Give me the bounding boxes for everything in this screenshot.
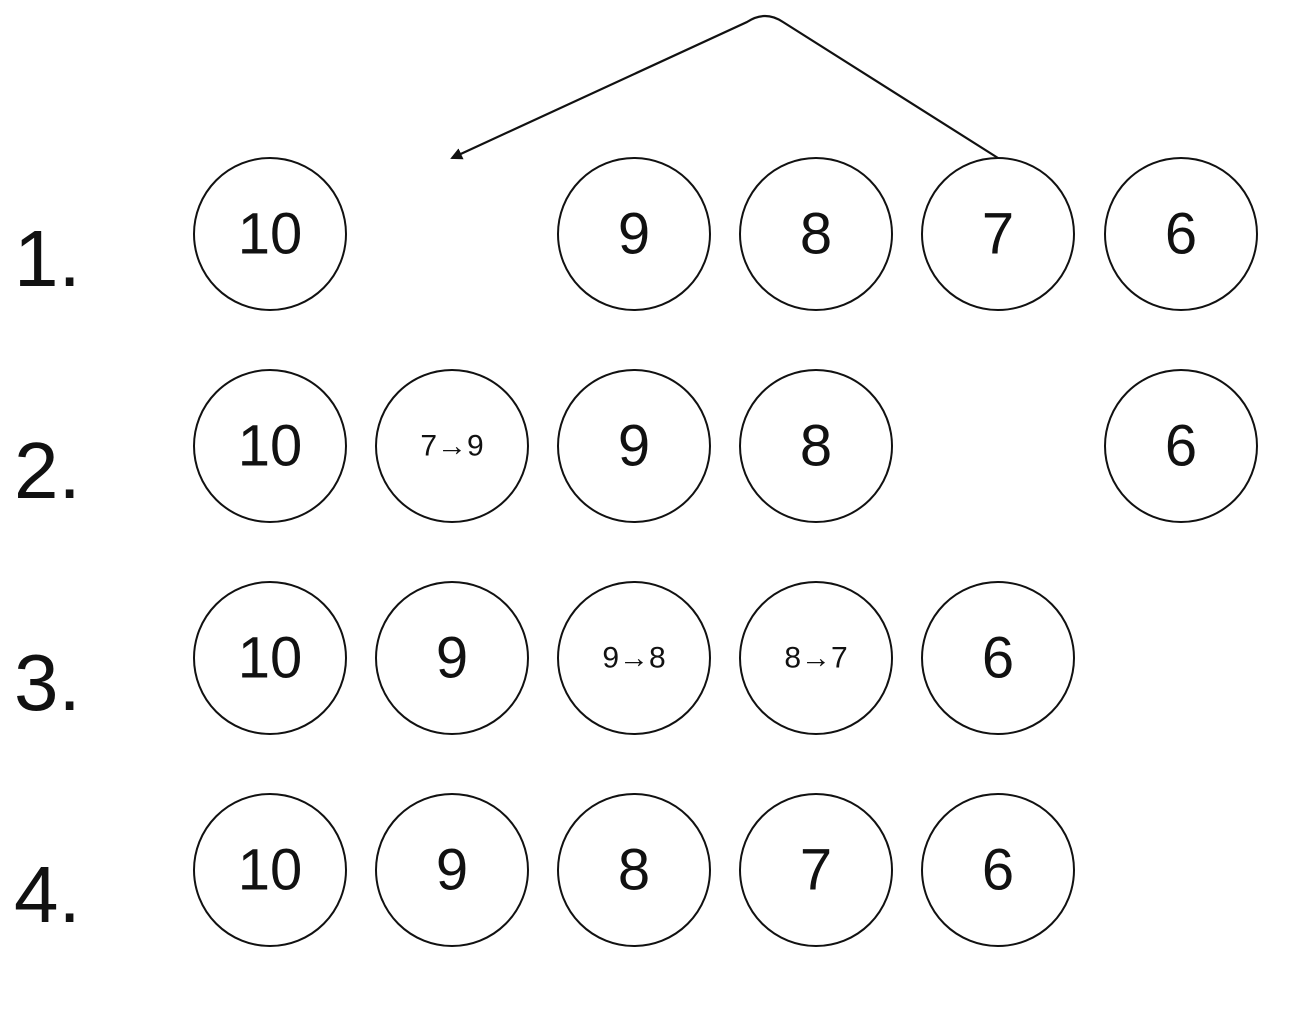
node-outline bbox=[557, 793, 711, 947]
node-circle: 7 bbox=[921, 157, 1075, 311]
move-arrow bbox=[450, 14, 999, 160]
node-outline bbox=[557, 157, 711, 311]
node-circle: 6 bbox=[1104, 369, 1258, 523]
node-circle: 6 bbox=[921, 793, 1075, 947]
node-circle: 9 bbox=[557, 157, 711, 311]
row-4: 4. 10 9 8 7 6 bbox=[14, 793, 1075, 947]
node-outline bbox=[557, 369, 711, 523]
node-circle: 8→7 bbox=[739, 581, 893, 735]
row-3: 3. 10 9 9→8 8→7 6 bbox=[14, 581, 1075, 735]
node-circle: 8 bbox=[557, 793, 711, 947]
node-value: 9 bbox=[436, 626, 468, 691]
node-value: 6 bbox=[982, 626, 1014, 691]
node-value: 8→7 bbox=[784, 642, 847, 675]
node-value: 6 bbox=[1165, 202, 1197, 267]
node-value: 7 bbox=[800, 838, 832, 903]
node-circle: 10 bbox=[193, 369, 347, 523]
node-outline bbox=[557, 581, 711, 735]
node-value: 6 bbox=[982, 838, 1014, 903]
node-circle: 6 bbox=[921, 581, 1075, 735]
node-circle: 7→9 bbox=[375, 369, 529, 523]
node-circle: 9 bbox=[557, 369, 711, 523]
node-circle: 10 bbox=[193, 157, 347, 311]
node-outline bbox=[739, 369, 893, 523]
node-value: 9 bbox=[618, 414, 650, 479]
node-value: 9→8 bbox=[602, 642, 665, 675]
row-label: 2. bbox=[14, 426, 81, 515]
node-outline bbox=[375, 581, 529, 735]
node-outline bbox=[1104, 369, 1258, 523]
node-value: 7→9 bbox=[420, 430, 483, 463]
node-circle: 10 bbox=[193, 581, 347, 735]
node-value: 10 bbox=[238, 838, 303, 903]
node-outline bbox=[375, 793, 529, 947]
node-value: 6 bbox=[1165, 414, 1197, 479]
node-outline bbox=[375, 369, 529, 523]
node-outline bbox=[739, 793, 893, 947]
node-circle: 7 bbox=[739, 793, 893, 947]
node-circle: 8 bbox=[739, 157, 893, 311]
node-outline bbox=[193, 581, 347, 735]
node-circle: 8 bbox=[739, 369, 893, 523]
node-value: 9 bbox=[618, 202, 650, 267]
node-circle: 10 bbox=[193, 793, 347, 947]
node-value: 8 bbox=[800, 202, 832, 267]
node-outline bbox=[193, 793, 347, 947]
node-outline bbox=[193, 369, 347, 523]
row-label: 4. bbox=[14, 850, 81, 939]
row-1: 1. 10 9 8 7 6 bbox=[14, 157, 1258, 311]
row-2: 2. 10 7→9 9 8 6 bbox=[14, 369, 1258, 523]
node-value: 8 bbox=[618, 838, 650, 903]
node-value: 7 bbox=[982, 202, 1014, 267]
node-circle: 9 bbox=[375, 581, 529, 735]
node-circle: 9 bbox=[375, 793, 529, 947]
node-value: 8 bbox=[800, 414, 832, 479]
node-outline bbox=[739, 581, 893, 735]
node-circle: 6 bbox=[1104, 157, 1258, 311]
row-label: 3. bbox=[14, 638, 81, 727]
node-outline bbox=[921, 793, 1075, 947]
node-outline bbox=[921, 581, 1075, 735]
node-value: 10 bbox=[238, 414, 303, 479]
node-outline bbox=[193, 157, 347, 311]
node-circle: 9→8 bbox=[557, 581, 711, 735]
node-value: 10 bbox=[238, 626, 303, 691]
node-value: 9 bbox=[436, 838, 468, 903]
row-label: 1. bbox=[14, 214, 81, 303]
node-outline bbox=[739, 157, 893, 311]
node-outline bbox=[1104, 157, 1258, 311]
node-value: 10 bbox=[238, 202, 303, 267]
